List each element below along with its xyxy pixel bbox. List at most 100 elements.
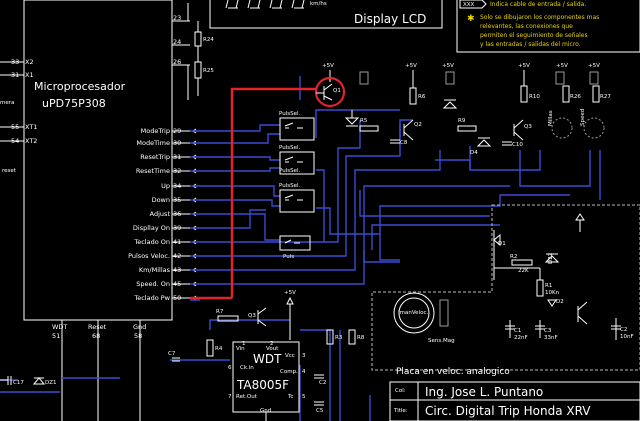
pin-num: 24 xyxy=(173,38,181,46)
switch-label: PulsSel. xyxy=(279,183,301,189)
pin-num: 26 xyxy=(173,58,181,66)
col-value: Ing. Jose L. Puntano xyxy=(425,385,543,399)
mcu-pin-label: Pulsos Veloc. xyxy=(128,252,170,260)
col-label: Col: xyxy=(395,388,406,394)
highlight-wire xyxy=(230,87,316,298)
resistor-r24: R24 xyxy=(194,21,214,56)
wdt-pin: Vout xyxy=(266,346,279,352)
c1-value: 22nF xyxy=(514,335,528,341)
vcc-label: +5V xyxy=(518,63,530,69)
c7-label: C7 xyxy=(168,351,176,357)
pin-num: 68 xyxy=(92,332,100,340)
wdt-num: 5 xyxy=(302,394,306,400)
c2-value: 10nF xyxy=(620,334,634,340)
switch-label: PulsSel. xyxy=(279,145,301,151)
speed-label: Speed xyxy=(580,109,586,126)
switch-label: Puls xyxy=(283,254,294,260)
pin-label: X1 xyxy=(25,71,34,79)
resistor-r25: R25 xyxy=(194,56,214,96)
mcu-top-pins: 23 24 26 xyxy=(172,14,190,66)
title-label: Title: xyxy=(393,408,408,414)
analog-board: Placa en veloc. analogico ImanVeloc. Sen… xyxy=(371,204,640,377)
title-block: Col: Ing. Jose L. Puntano Title: Circ. D… xyxy=(389,381,640,421)
wdt-part: TA8005F xyxy=(236,378,289,392)
pin-num: 33 xyxy=(11,58,19,66)
legend-box-text: XXX xyxy=(463,2,475,8)
r5-label: R5 xyxy=(360,118,368,124)
wdt-pin: Vcc xyxy=(285,353,295,359)
q1-label: Q1 xyxy=(333,88,341,94)
c2-label: C2 xyxy=(620,327,627,333)
r1-label: R1 xyxy=(545,283,552,289)
d4-label: D4 xyxy=(470,150,478,156)
d1-label: D1 xyxy=(498,241,506,247)
r7-label: R7 xyxy=(216,309,224,315)
vcc-label: +5V xyxy=(322,63,334,69)
upper-components: R5 +5V R6 Q2 C8 +5V R9 D4 C10 +5V R10 xyxy=(344,63,611,156)
pin-label: Gnd xyxy=(133,323,146,331)
mcu-pin-label: Up xyxy=(161,182,170,190)
mcu-pin-label: Km/Millas xyxy=(139,266,171,274)
r27-label: R27 xyxy=(600,94,611,100)
edge-text: reset xyxy=(2,168,17,174)
r2-label: R2 xyxy=(510,254,517,260)
wdt-title: WDT xyxy=(253,352,282,366)
mcu-pin-label: Teclado Pw xyxy=(133,294,170,302)
legend: XXX Indica cable de entrada / salida. ✱ … xyxy=(456,0,640,53)
lcd-label: Display LCD xyxy=(354,12,426,26)
r26-label: R26 xyxy=(570,94,581,100)
mcu-pin-label: ResetTrip xyxy=(140,153,170,161)
wdt-num: 6 xyxy=(228,365,232,371)
switch-label: PulsSel. xyxy=(279,111,301,117)
pin-num: 23 xyxy=(173,14,181,22)
pin-label: XT1 xyxy=(25,123,37,131)
legend-note: Solo se dibujaron los componentes mas xyxy=(480,14,599,21)
pin-label: X2 xyxy=(25,58,34,66)
wdt-pin: Ret.Out xyxy=(236,394,258,400)
sensor-label: ImanVeloc. xyxy=(398,310,428,316)
mcu-pin-label: ResetTime xyxy=(136,167,170,175)
r4-label: R4 xyxy=(215,346,223,352)
c5-label: C5 xyxy=(316,408,324,414)
legend-note: relevantes, las conexiones que xyxy=(480,23,573,30)
switch-label: PulsSel. xyxy=(279,168,301,174)
sensmag-label: Sens.Mag xyxy=(428,338,455,344)
r10-label: R10 xyxy=(529,94,540,100)
vcc-label: +5V xyxy=(588,63,600,69)
edge-text: mera xyxy=(0,100,14,106)
legend-note: y las entradas / salidas del micro. xyxy=(480,41,581,48)
switch-group: PulsSel. PulsSel. PulsSel. PulsSel. Puls xyxy=(279,111,315,260)
legend-line1: Indica cable de entrada / salida. xyxy=(490,1,586,8)
transistor-q1: +5V Q1 xyxy=(314,63,346,108)
mcu-pin-label: Down xyxy=(152,196,170,204)
wdt-chip: +5V Vin Vout Vcc Comp. Ck.in Ret.Out Tc … xyxy=(228,290,306,421)
wdt-num: 1 xyxy=(242,341,246,347)
wdt-num: 4 xyxy=(302,369,306,375)
r24-label: R24 xyxy=(203,37,214,43)
d2-label: D2 xyxy=(556,299,564,305)
mcu-left-pins: 33 X2 31 X1 55 XT1 54 XT2 mera reset xyxy=(0,58,37,174)
vcc-label: +5V xyxy=(556,63,568,69)
wdt-pin: Ck.in xyxy=(240,365,254,371)
vcc-label: +5V xyxy=(284,290,296,296)
wdt-num: 3 xyxy=(302,353,306,359)
wdt-pin: Vin xyxy=(236,346,245,352)
pin-num: 55 xyxy=(11,123,19,131)
pin-label: XT2 xyxy=(25,137,37,145)
dz1-label: DZ1 xyxy=(45,380,57,386)
wdt-num: 7 xyxy=(228,394,232,400)
mcu-pin-label: Adjust xyxy=(150,210,171,218)
mcu-bottom-pins: WDT 51 Reset 68 Gnd 58 xyxy=(52,320,146,421)
c17-label: C17 xyxy=(13,380,24,386)
r25-label: R25 xyxy=(203,68,214,74)
mcu-pin-label: ModeTrip xyxy=(141,127,170,135)
highlight-circle xyxy=(314,76,346,108)
analog-board-label: Placa en veloc. analogico xyxy=(396,367,510,377)
q3b-label: Q3 xyxy=(248,313,256,319)
c2b-label: C2 xyxy=(319,380,326,386)
mcu-pin-label: Teclado On xyxy=(133,238,170,246)
pin-num: 31 xyxy=(11,71,19,79)
